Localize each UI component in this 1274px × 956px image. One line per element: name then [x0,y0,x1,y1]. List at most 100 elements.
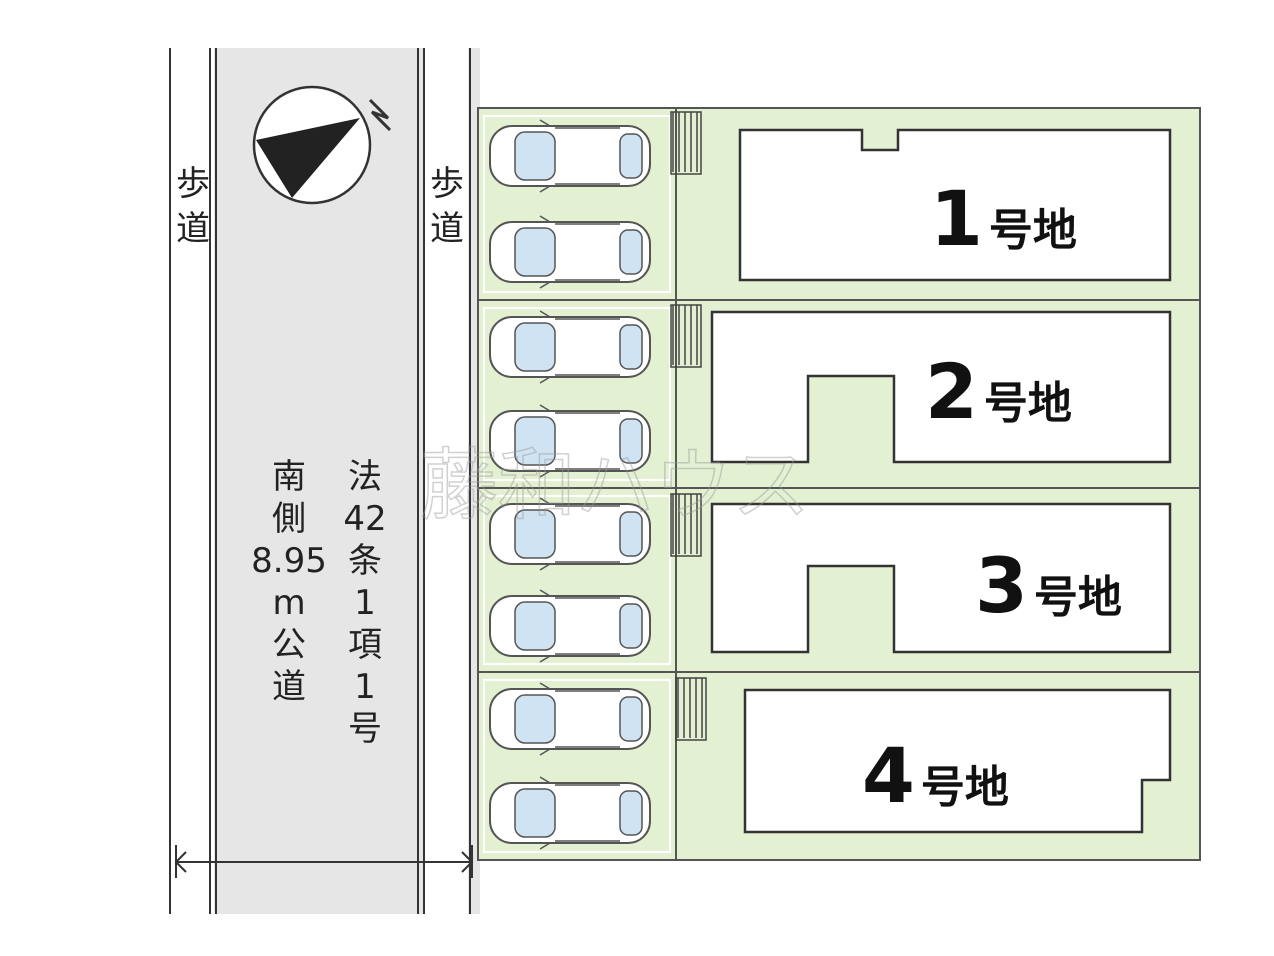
parked-car-icon [489,682,651,756]
car-rear-window [619,696,643,742]
sidewalk-left [170,48,214,914]
road-law-char: 42 [343,499,386,539]
road-name-char: 道 [272,667,306,707]
car-mirror [539,589,551,597]
building-footprint [738,128,1172,282]
north-compass-icon [252,85,392,205]
building-footprint [710,502,1172,654]
sidewalk-right-label-2: 道 [430,209,464,249]
building-footprint [743,688,1172,834]
car-mirror [539,376,551,384]
lot-suffix: 号地 [984,378,1072,429]
road-name-char: m [272,583,305,623]
steps-frame [670,111,702,175]
car-mirror [539,281,551,289]
road-law-char: 号 [348,709,382,749]
sidewalk-left-label-2: 道 [176,209,210,249]
entrance-steps-icon [670,111,702,175]
building-footprint [710,310,1172,464]
car-mirror [539,776,551,784]
parking-area [483,307,671,481]
parked-car-icon [489,497,651,571]
road-law-char: 項 [348,625,382,665]
steps-frame [670,304,702,368]
lot-suffix: 号地 [1034,572,1122,623]
north-arrow-icon [368,98,392,132]
car-rear-window [619,324,643,370]
car-mirror [539,215,551,223]
road-name-char: 側 [272,499,306,539]
parked-car-icon [489,589,651,663]
car-rear-window [619,418,643,464]
car-mirror [539,185,551,193]
public-road: 歩 道 歩 道 南 側 8.95 m 公 道 法 42 条 1 項 1 号 [169,48,480,914]
car-rear-window [619,133,643,179]
car-windshield [514,416,556,466]
road-law-char: 1 [354,583,376,623]
car-rear-window [619,603,643,649]
car-mirror [539,682,551,690]
parked-car-icon [489,310,651,384]
car-mirror [539,748,551,756]
road-law-label: 法 42 条 1 項 1 号 [343,457,386,749]
watermark-text: 藤和ハウス [420,441,810,531]
parked-car-icon [489,404,651,478]
car-windshield [514,694,556,744]
lot-number: 4 [862,731,915,820]
sidewalk-right-label-1: 歩 [430,164,464,204]
sidewalk-left-label-1: 歩 [176,164,210,204]
parking-area [483,495,671,665]
car-windshield [514,509,556,559]
lot-suffix: 号地 [989,205,1077,256]
parked-car-icon [489,776,651,850]
entrance-steps-icon [675,677,707,741]
parking-area [483,115,671,293]
car-windshield [514,131,556,181]
parked-car-icon [489,215,651,289]
parking-area [483,679,671,853]
car-windshield [514,227,556,277]
road-law-char: 1 [354,667,376,707]
car-rear-window [619,229,643,275]
car-mirror [539,497,551,505]
car-rear-window [619,511,643,557]
road-name-char: 公 [272,625,306,665]
car-mirror [539,404,551,412]
lot-suffix: 号地 [921,762,1009,813]
car-windshield [514,322,556,372]
steps-frame [670,493,702,557]
lot-number: 3 [975,541,1028,630]
car-windshield [514,788,556,838]
sidewalk-right [424,48,468,914]
road-name-char: 8.95 [251,541,327,581]
road-width-dimension [174,845,474,878]
lot-number: 2 [925,347,978,436]
road-name-label: 南 側 8.95 m 公 道 [251,457,327,707]
car-mirror [539,310,551,318]
car-rear-window [619,790,643,836]
road-name-char: 南 [272,457,306,497]
car-mirror [539,563,551,571]
car-mirror [539,655,551,663]
road-law-char: 条 [348,541,382,581]
lot-number: 1 [930,174,983,263]
car-mirror [539,470,551,478]
entrance-steps-icon [670,493,702,557]
car-mirror [539,842,551,850]
entrance-steps-icon [670,304,702,368]
parked-car-icon [489,119,651,193]
car-windshield [514,601,556,651]
steps-frame [675,677,707,741]
car-mirror [539,119,551,127]
